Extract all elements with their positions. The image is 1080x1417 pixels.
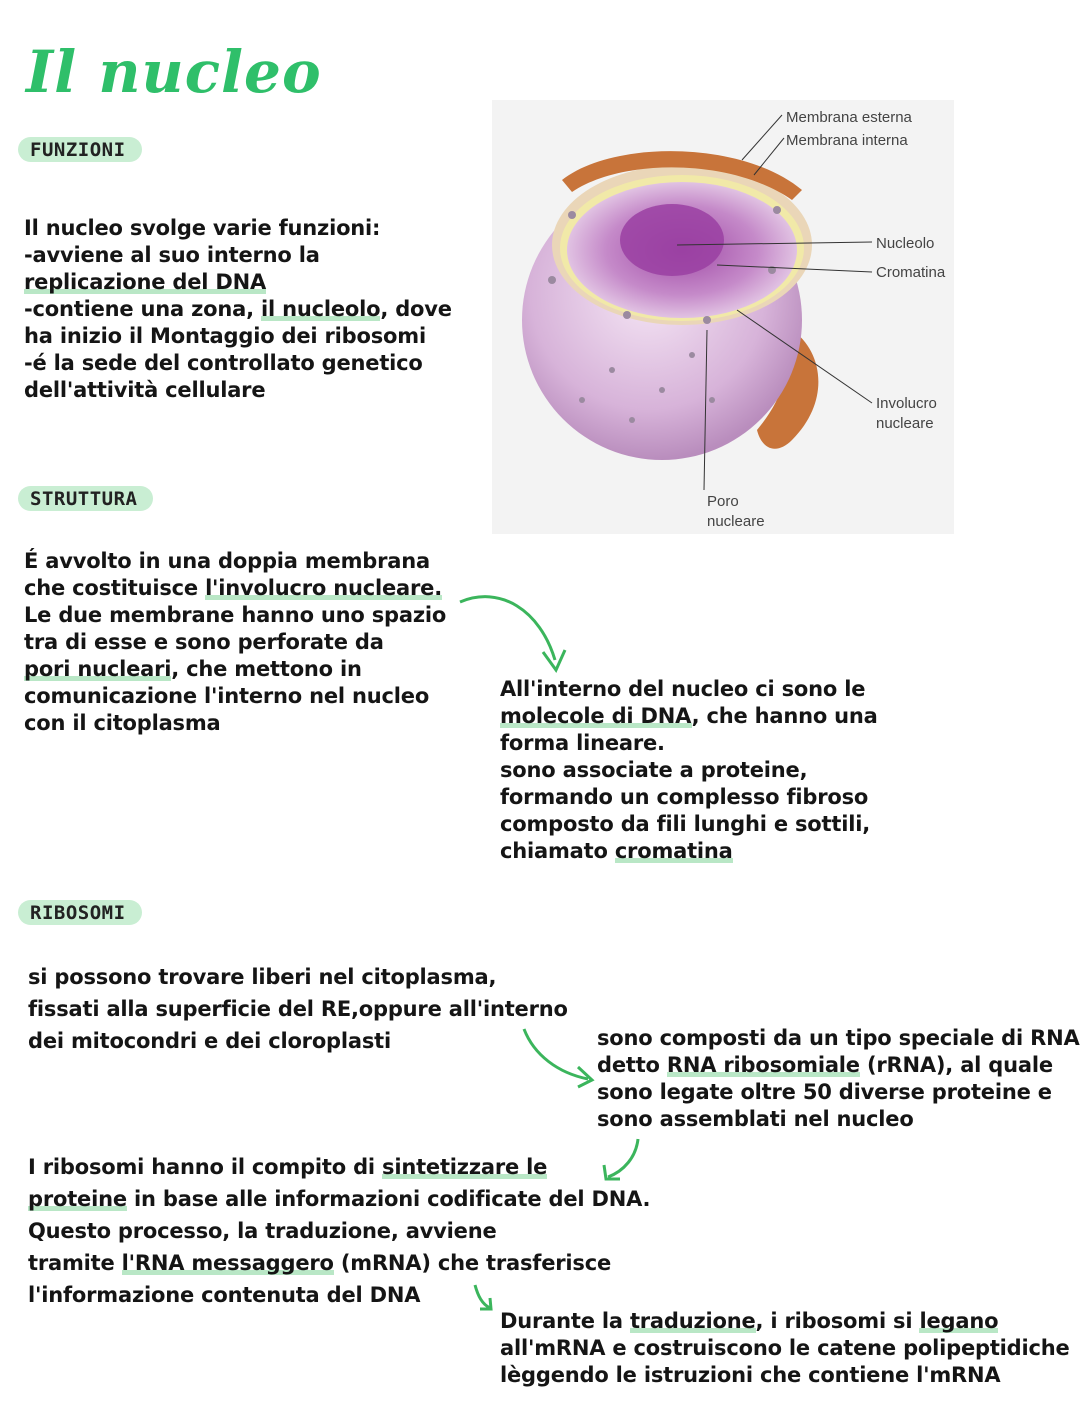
text-span: chiamato xyxy=(500,839,615,863)
text-line: tra di esse e sono perforate da xyxy=(24,630,384,654)
text-line: -contiene una zona, il nucleolo, dove xyxy=(24,296,452,323)
arrow-icon xyxy=(602,1138,640,1181)
text-span: che costituisce xyxy=(24,576,206,600)
text-line: con il citoplasma xyxy=(24,711,221,735)
text-line: si possono trovare liberi nel citoplasma… xyxy=(28,965,497,989)
highlight-rna-ribosomiale: RNA ribosomiale xyxy=(666,1053,860,1077)
struttura-paragraph: É avvolto in una doppia membrana che cos… xyxy=(24,548,446,737)
nucleolus xyxy=(620,204,724,276)
text-line: che costituisce l'involucro nucleare. xyxy=(24,575,446,602)
text-line: sono associate a proteine, xyxy=(500,758,808,782)
text-line: proteine in base alle informazioni codif… xyxy=(28,1183,651,1215)
text-line: Durante la traduzione, i ribosomi si leg… xyxy=(500,1308,1070,1335)
text-line: ha inizio il Montaggio dei ribosomi xyxy=(24,324,426,348)
outer-membrane-arc xyxy=(562,151,802,200)
highlight-nucleolo: il nucleolo xyxy=(260,297,381,321)
text-span: tramite xyxy=(28,1251,122,1275)
text-line: sono assemblati nel nucleo xyxy=(597,1107,914,1131)
text-span: (mRNA) che trasferisce xyxy=(333,1251,612,1275)
pore-markers xyxy=(548,206,781,423)
rrna-paragraph: sono composti da un tipo speciale di RNA… xyxy=(597,1025,1080,1133)
label-involucro-2: nucleare xyxy=(876,415,934,432)
section-label-funzioni: FUNZIONI xyxy=(18,137,142,162)
text-line: dei mitocondri e dei cloroplasti xyxy=(28,1029,391,1053)
er-shape xyxy=(757,330,819,449)
label-poro-1: Poro xyxy=(707,493,739,510)
highlight-proteine: proteine xyxy=(28,1187,127,1211)
text-line: detto RNA ribosomiale (rRNA), al quale xyxy=(597,1052,1080,1079)
dna-paragraph: All'interno del nucleo ci sono le moleco… xyxy=(500,676,878,865)
text-line: molecole di DNA, che hanno una xyxy=(500,703,878,730)
text-line: Il nucleo svolge varie funzioni: xyxy=(24,216,381,240)
highlight-traduzione: traduzione xyxy=(629,1309,756,1333)
highlight-rna-messaggero: l'RNA messaggero xyxy=(121,1251,334,1275)
text-line: Le due membrane hanno uno spazio xyxy=(24,603,447,627)
label-cromatina: Cromatina xyxy=(876,264,946,281)
text-line: All'interno del nucleo ci sono le xyxy=(500,677,866,701)
label-poro-2: nucleare xyxy=(707,513,765,530)
text-line: lèggendo le istruzioni che contiene l'mR… xyxy=(500,1363,1001,1387)
text-span: Durante la xyxy=(500,1309,630,1333)
text-span: in base alle informazioni codificate del… xyxy=(126,1187,651,1211)
text-line: pori nucleari, che mettono in xyxy=(24,656,446,683)
text-span: I ribosomi hanno il compito di xyxy=(28,1155,383,1179)
text-line: sono legate oltre 50 diverse proteine e xyxy=(597,1080,1052,1104)
highlight-replicazione: replicazione del DNA xyxy=(24,270,267,294)
text-line: dell'attività cellulare xyxy=(24,378,266,402)
highlight-cromatina: cromatina xyxy=(614,839,733,863)
section-label-struttura: STRUTTURA xyxy=(18,486,154,511)
text-line: I ribosomi hanno il compito di sintetizz… xyxy=(28,1151,650,1183)
text-line: l'informazione contenuta del DNA xyxy=(28,1283,421,1307)
funzioni-paragraph: Il nucleo svolge varie funzioni: -avvien… xyxy=(24,215,452,404)
label-membrana-interna: Membrana interna xyxy=(786,132,908,149)
highlight-involucro: l'involucro nucleare. xyxy=(205,576,442,600)
ribosomi-paragraph: si possono trovare liberi nel citoplasma… xyxy=(28,961,568,1057)
text-line: tramite l'RNA messaggero (mRNA) che tras… xyxy=(28,1247,650,1279)
text-line: forma lineare. xyxy=(500,731,665,755)
text-span: (rRNA), al quale xyxy=(859,1053,1053,1077)
label-membrana-esterna: Membrana esterna xyxy=(786,109,912,126)
leader-lines xyxy=(676,114,873,491)
text-line: -é la sede del controllato genetico xyxy=(24,351,423,375)
arrow-icon xyxy=(459,595,567,673)
text-line: Questo processo, la traduzione, avviene xyxy=(28,1219,497,1243)
text-line: formando un complesso fibroso xyxy=(500,785,869,809)
text-line: É avvolto in una doppia membrana xyxy=(24,549,430,573)
sintesi-paragraph: I ribosomi hanno il compito di sintetizz… xyxy=(28,1151,651,1311)
section-label-ribosomi: RIBOSOMI xyxy=(18,900,142,925)
arrow-icon xyxy=(473,1284,493,1311)
text-span: -contiene una zona, xyxy=(24,297,261,321)
highlight-sintetizzare: sintetizzare le xyxy=(382,1155,548,1179)
text-line: sono composti da un tipo speciale di RNA… xyxy=(597,1026,1080,1050)
text-line: fissati alla superficie del RE,oppure al… xyxy=(28,997,568,1021)
text-span: , i ribosomi si xyxy=(755,1309,920,1333)
text-span: , che hanno una xyxy=(691,704,878,728)
highlight-pori: pori nucleari xyxy=(24,657,172,681)
text-line: all'mRNA e costruiscono le catene polipe… xyxy=(500,1336,1070,1360)
text-line: composto da fili lunghi e sottili, xyxy=(500,812,870,836)
highlight-legano: legano xyxy=(919,1309,999,1333)
label-involucro-1: Involucro xyxy=(876,395,937,412)
text-line: comunicazione l'interno nel nucleo xyxy=(24,684,430,708)
highlight-molecole-dna: molecole di DNA xyxy=(500,704,692,728)
text-span: , che mettono in xyxy=(171,657,362,681)
page-title: Il nucleo xyxy=(26,38,322,106)
traduzione-paragraph: Durante la traduzione, i ribosomi si leg… xyxy=(500,1308,1070,1389)
label-nucleolo: Nucleolo xyxy=(876,235,935,252)
text-span: , dove xyxy=(380,297,452,321)
text-line: replicazione del DNA xyxy=(24,269,452,296)
text-span: detto xyxy=(597,1053,667,1077)
nucleus-illustration xyxy=(522,114,873,491)
nucleus-figure: Membrana esterna Membrana interna Nucleo… xyxy=(492,100,954,534)
text-line: -avviene al suo interno la xyxy=(24,243,320,267)
arrow-icon xyxy=(522,1028,595,1089)
text-line: chiamato cromatina xyxy=(500,838,878,865)
